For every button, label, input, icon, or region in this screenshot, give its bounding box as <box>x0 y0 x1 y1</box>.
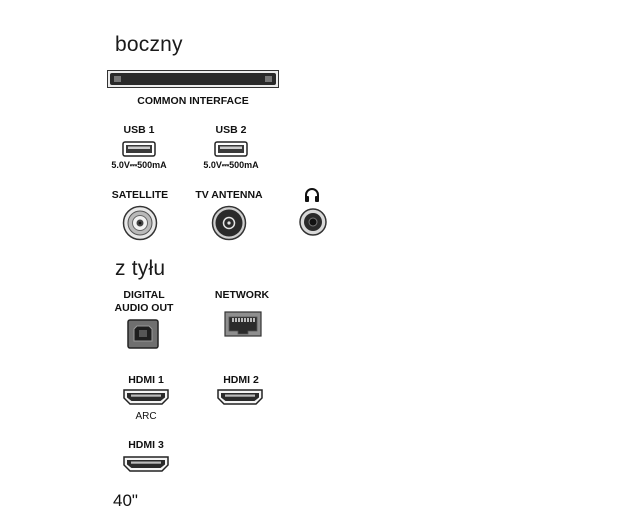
hdmi1-port <box>123 389 169 405</box>
optical-port-icon <box>127 319 159 349</box>
tv-antenna-label: TV ANTENNA <box>195 189 263 201</box>
side-heading: boczny <box>115 33 183 56</box>
hdmi1-arc-label: ARC <box>135 411 157 422</box>
common-interface-label: COMMON INTERFACE <box>137 95 249 107</box>
usb1-port <box>122 141 156 157</box>
usb1-label: USB 1 <box>123 124 155 136</box>
common-interface-slot <box>107 70 279 88</box>
usb-port-icon <box>122 141 156 157</box>
hdmi2-label: HDMI 2 <box>223 374 259 386</box>
usb2-rating: 5.0V⎓500mA <box>203 160 259 170</box>
ethernet-port-icon <box>224 311 262 337</box>
headphones-symbol <box>304 188 320 202</box>
digital-audio-out-label: DIGITAL AUDIO OUT <box>104 289 184 315</box>
antenna-connector-icon <box>211 205 247 241</box>
optical-port <box>127 319 159 349</box>
screen-size-label: 40" <box>113 491 138 510</box>
ci-slot-icon <box>107 70 279 88</box>
ethernet-port <box>224 311 262 337</box>
hdmi1-label: HDMI 1 <box>128 374 164 386</box>
tv-antenna-connector <box>211 205 247 241</box>
hdmi-port-icon <box>217 389 263 405</box>
network-label: NETWORK <box>214 289 270 301</box>
hdmi-port-icon <box>123 389 169 405</box>
digital-audio-out-label-line2: AUDIO OUT <box>114 302 174 314</box>
hdmi-port-icon <box>123 456 169 472</box>
hdmi2-port <box>217 389 263 405</box>
satellite-connector <box>122 205 158 241</box>
headphone-jack <box>299 208 327 236</box>
satellite-connector-icon <box>122 205 158 241</box>
headphones-icon <box>305 188 319 202</box>
usb2-label: USB 2 <box>215 124 247 136</box>
satellite-label: SATELLITE <box>111 189 169 201</box>
digital-audio-out-label-line1: DIGITAL <box>123 289 165 301</box>
usb2-port <box>214 141 248 157</box>
back-heading: z tyłu <box>115 257 166 280</box>
usb1-rating: 5.0V⎓500mA <box>111 160 167 170</box>
hdmi3-port <box>123 456 169 472</box>
hdmi3-label: HDMI 3 <box>128 439 164 451</box>
usb-port-icon <box>214 141 248 157</box>
headphone-jack-icon <box>299 208 327 236</box>
